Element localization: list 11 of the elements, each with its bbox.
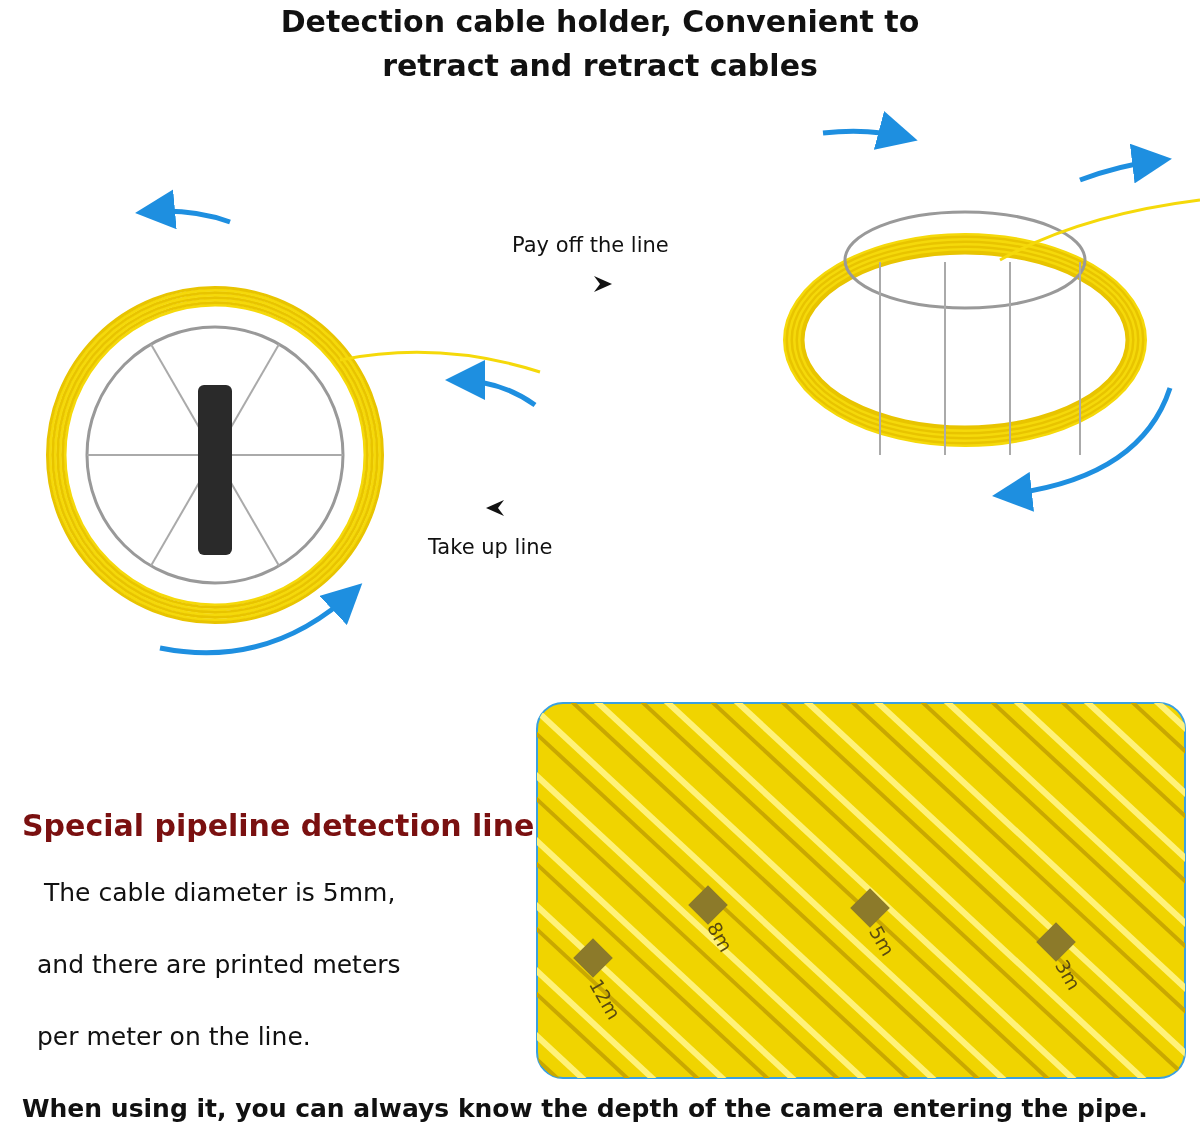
caption: When using it, you can always know the depth of the camera entering the pipe.	[22, 1094, 1148, 1123]
length-marking-label: 3m	[1050, 956, 1086, 994]
length-marking-label: 8m	[702, 918, 738, 956]
description-text: per meter on the line.	[37, 1022, 311, 1051]
description-text: The cable diameter is 5mm,	[44, 878, 396, 907]
title: Detection cable holder, Convenient to retract and retract cables	[279, 3, 921, 85]
length-marking-label: 5m	[864, 922, 900, 960]
arrow-label: Pay off the line	[512, 233, 669, 257]
section-heading: Special pipeline detection line	[22, 808, 535, 843]
arrow-label: Take up line	[428, 535, 553, 559]
description-text: and there are printed meters	[37, 950, 401, 979]
